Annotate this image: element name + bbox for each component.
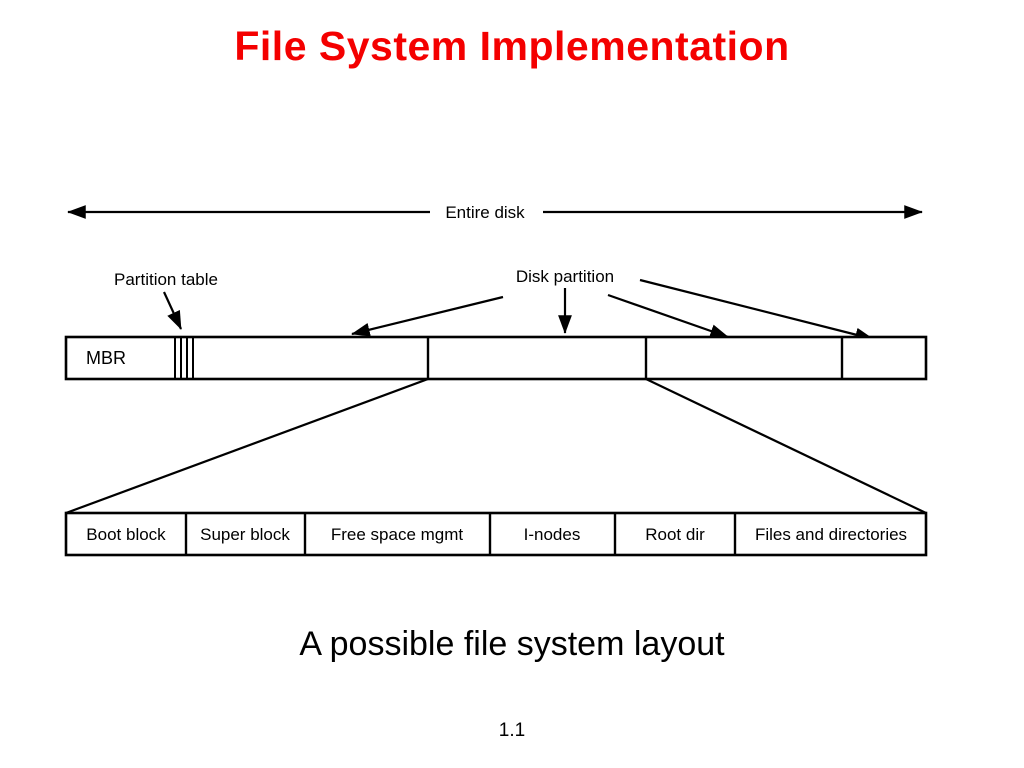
disk-partition-arrow-left-icon	[351, 295, 504, 337]
layout-cell-label-boot-block: Boot block	[86, 525, 166, 544]
partition-table-arrow-icon	[163, 291, 182, 330]
slide-title: File System Implementation	[234, 23, 790, 69]
layout-cell-label-super-block: Super block	[200, 525, 290, 544]
layout-cell-label-i-nodes: I-nodes	[524, 525, 581, 544]
entire-disk-label: Entire disk	[445, 203, 525, 222]
mbr-label: MBR	[86, 348, 126, 368]
disk-partition-label: Disk partition	[516, 267, 614, 286]
expansion-line-left	[65, 377, 429, 515]
expansion-line-right	[645, 378, 927, 514]
disk-partition-arrow-right-icon	[607, 293, 729, 339]
layout-cell-label-root-dir: Root dir	[645, 525, 705, 544]
disk-bar	[64, 335, 928, 381]
file-system-layout-bar	[64, 511, 928, 557]
layout-cell-label-free-space-mgmt: Free space mgmt	[331, 525, 464, 544]
layout-cell-label-files-and-directories: Files and directories	[755, 525, 907, 544]
disk-partition-arrow-far-right-icon	[639, 278, 874, 342]
partition-table-label: Partition table	[114, 270, 218, 289]
page-number: 1.1	[498, 720, 526, 741]
slide-caption: A possible file system layout	[299, 625, 725, 663]
